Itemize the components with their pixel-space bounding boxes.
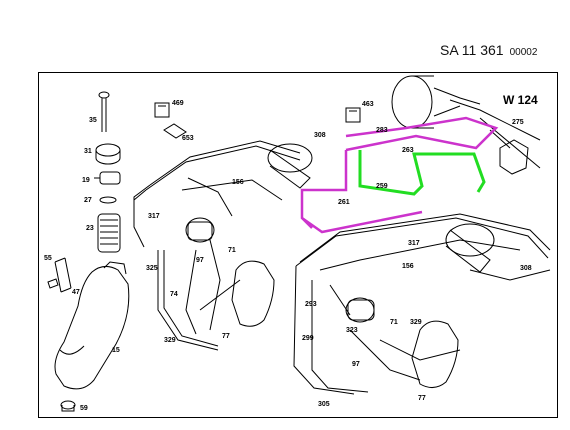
part-label-27: 27 xyxy=(84,197,92,204)
filler-cap-part xyxy=(95,143,121,165)
drain-plug-part xyxy=(60,400,76,412)
clip-463-part xyxy=(345,107,361,123)
part-label-97-left: 97 xyxy=(196,257,204,264)
fuel-tank-part xyxy=(54,261,130,390)
part-label-15: 15 xyxy=(112,347,120,354)
part-label-97-right: 97 xyxy=(352,361,360,368)
part-label-317-right: 317 xyxy=(408,240,420,247)
part-label-71-right: 71 xyxy=(390,319,398,326)
dipstick-part xyxy=(98,91,110,132)
part-label-323: 323 xyxy=(346,327,358,334)
part-label-156-left: 156 xyxy=(232,179,244,186)
document-number: 00002 xyxy=(509,47,538,58)
part-label-329-left: 329 xyxy=(164,337,176,344)
pump-right xyxy=(345,297,375,323)
part-label-317-left: 317 xyxy=(148,213,160,220)
part-label-35: 35 xyxy=(89,117,97,124)
part-label-308-right: 308 xyxy=(520,265,532,272)
part-label-31: 31 xyxy=(84,148,92,155)
part-label-283: 283 xyxy=(376,127,388,134)
part-label-469: 469 xyxy=(172,100,184,107)
part-label-259: 259 xyxy=(376,183,388,190)
clip-469-part xyxy=(154,102,170,118)
right-fuel-lines xyxy=(293,213,551,395)
highlighted-vent-line-green xyxy=(358,150,486,196)
filler-neck-part xyxy=(94,171,121,185)
diagram-frame xyxy=(38,72,558,418)
part-label-653: 653 xyxy=(182,135,194,142)
pump-left xyxy=(185,217,215,243)
part-label-77-right: 77 xyxy=(418,395,426,402)
fuel-filter-part xyxy=(97,213,121,253)
part-label-156-right: 156 xyxy=(402,263,414,270)
part-label-74: 74 xyxy=(170,291,178,298)
charcoal-canister-left xyxy=(231,260,275,327)
part-label-47: 47 xyxy=(72,289,80,296)
left-fuel-lines xyxy=(133,140,301,351)
part-label-329-right: 329 xyxy=(410,319,422,326)
part-label-59: 59 xyxy=(80,405,88,412)
diagram-code: SA 11 361 xyxy=(440,42,504,58)
model-label: W 124 xyxy=(503,93,538,107)
seal-ring-part xyxy=(99,196,117,204)
part-label-293: 293 xyxy=(305,301,317,308)
part-label-19: 19 xyxy=(82,177,90,184)
part-label-308-left: 308 xyxy=(314,132,326,139)
purge-valve-left xyxy=(267,143,313,189)
part-label-55: 55 xyxy=(44,255,52,262)
part-label-305: 305 xyxy=(318,401,330,408)
part-label-263: 263 xyxy=(402,147,414,154)
valve-275-part xyxy=(489,129,529,175)
part-label-71-left: 71 xyxy=(228,247,236,254)
part-label-325: 325 xyxy=(146,265,158,272)
purge-valve-right xyxy=(445,223,495,273)
part-label-77-left: 77 xyxy=(222,333,230,340)
part-label-261: 261 xyxy=(338,199,350,206)
part-label-275: 275 xyxy=(512,119,524,126)
diagram-header: SA 11 361 00002 xyxy=(440,42,537,58)
part-label-23: 23 xyxy=(86,225,94,232)
part-label-299: 299 xyxy=(302,335,314,342)
bracket-part xyxy=(47,257,72,293)
highlighted-vent-line-purple xyxy=(300,116,499,234)
part-label-463: 463 xyxy=(362,101,374,108)
clip-653-part xyxy=(163,123,187,139)
charcoal-canister-right xyxy=(411,320,459,388)
